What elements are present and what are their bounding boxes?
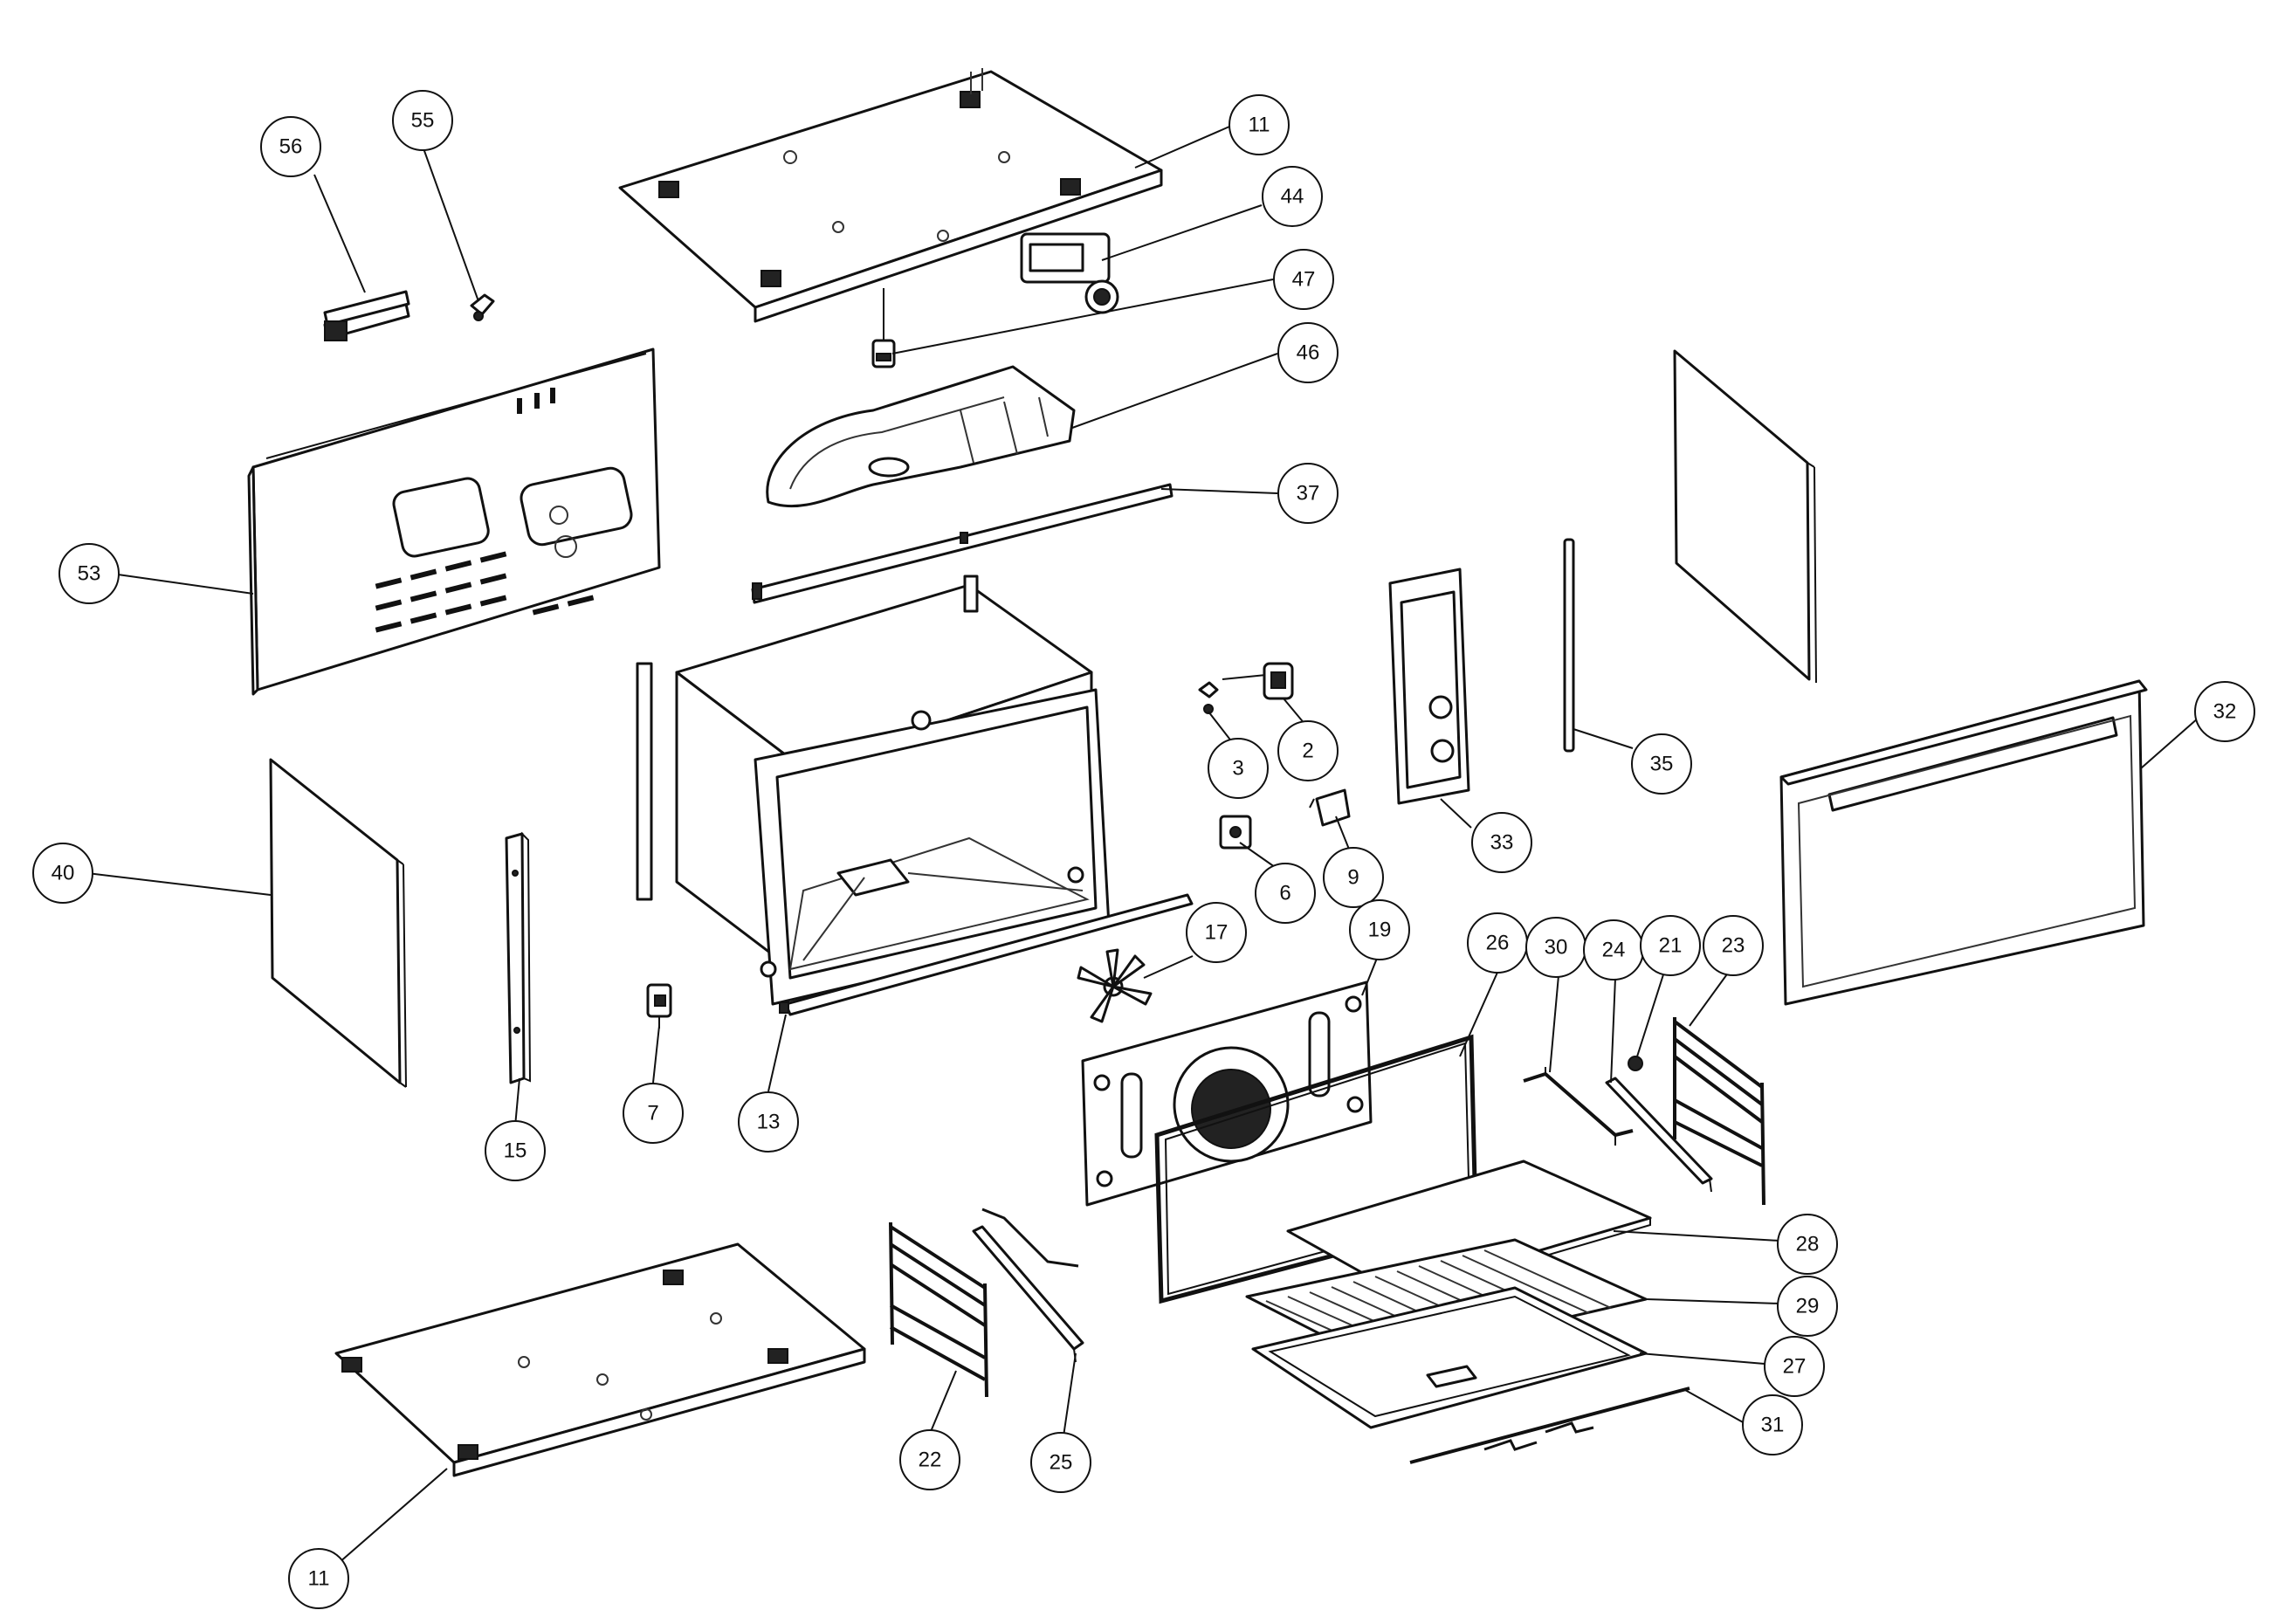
balloon-13: 13	[738, 1091, 799, 1153]
balloon-label: 30	[1545, 936, 1568, 960]
part-side-rail	[1563, 538, 1575, 753]
balloon-label: 40	[52, 862, 75, 885]
part-fan-motor	[1020, 232, 1119, 314]
balloon-label: 22	[919, 1449, 942, 1472]
leader-lines	[86, 126, 2199, 1564]
part-grommet	[871, 288, 896, 368]
part-bottom-plate	[334, 1242, 866, 1477]
balloon-label: 7	[647, 1102, 658, 1125]
balloon-label: 24	[1602, 939, 1626, 962]
balloon-label: 3	[1232, 757, 1243, 781]
balloon-22: 22	[899, 1429, 960, 1490]
part-side-panel-right	[1673, 349, 1817, 684]
balloon-53: 53	[59, 543, 120, 604]
part-lamp-holder	[1222, 662, 1294, 700]
part-side-rack-right	[1673, 1017, 1765, 1206]
balloon-label: 53	[78, 562, 101, 586]
balloon-label: 13	[757, 1111, 781, 1134]
balloon-28: 28	[1777, 1214, 1838, 1275]
part-runner-25	[972, 1208, 1084, 1363]
balloon-30: 30	[1525, 917, 1586, 978]
balloon-label: 23	[1722, 934, 1745, 958]
balloon-19: 19	[1349, 899, 1410, 960]
balloon-37: 37	[1277, 463, 1339, 524]
balloon-label: 25	[1050, 1451, 1073, 1475]
balloon-33: 33	[1471, 812, 1532, 873]
balloon-47: 47	[1273, 249, 1334, 310]
balloon-15: 15	[485, 1120, 546, 1181]
balloon-23: 23	[1703, 915, 1764, 976]
balloon-label: 33	[1490, 831, 1514, 855]
balloon-label: 44	[1281, 185, 1304, 209]
balloon-31: 31	[1742, 1394, 1803, 1455]
balloon-label: 55	[411, 109, 435, 133]
balloon-26: 26	[1467, 912, 1528, 974]
balloon-label: 2	[1302, 740, 1313, 763]
balloon-7: 7	[623, 1083, 684, 1144]
balloon-label: 31	[1761, 1414, 1785, 1437]
part-screw	[1198, 681, 1219, 714]
part-bracket	[1309, 788, 1351, 827]
balloon-32: 32	[2194, 681, 2255, 742]
balloon-label: 21	[1659, 934, 1683, 958]
balloon-label: 17	[1205, 921, 1229, 945]
balloon-label: 9	[1347, 866, 1359, 890]
part-top-plate	[618, 68, 1163, 323]
balloon-label: 11	[308, 1567, 330, 1591]
balloon-label: 32	[2213, 700, 2237, 724]
part-side-panel-left	[269, 758, 407, 1088]
part-wire-support-30	[1523, 1067, 1634, 1146]
part-oven-cavity	[636, 575, 1111, 1006]
part-vertical-rail	[505, 831, 532, 1084]
balloon-11-bottom: 11	[288, 1548, 349, 1609]
balloon-11: 11	[1229, 94, 1290, 155]
balloon-6: 6	[1255, 863, 1316, 924]
part-side-rack-left	[889, 1221, 988, 1398]
balloon-55: 55	[392, 90, 453, 151]
balloon-44: 44	[1262, 166, 1323, 227]
part-wire-handle	[1409, 1387, 1690, 1464]
balloon-25: 25	[1030, 1432, 1091, 1493]
balloon-label: 28	[1796, 1233, 1820, 1256]
balloon-label: 46	[1297, 341, 1320, 365]
part-runner-24	[1605, 1077, 1713, 1193]
balloon-2: 2	[1277, 720, 1339, 781]
part-heating-element	[323, 290, 410, 341]
part-connector	[1219, 815, 1252, 850]
balloon-label: 37	[1297, 482, 1320, 506]
balloon-21: 21	[1640, 915, 1701, 976]
part-lower-strip	[779, 893, 1194, 1016]
balloon-27: 27	[1764, 1336, 1825, 1397]
part-top-strip	[751, 483, 1173, 604]
balloon-24: 24	[1583, 919, 1644, 981]
balloon-label: 27	[1783, 1355, 1807, 1379]
balloon-label: 35	[1650, 753, 1674, 776]
balloon-label: 47	[1292, 268, 1316, 292]
balloon-label: 15	[504, 1139, 527, 1163]
part-fan-back-plate	[1081, 981, 1373, 1207]
part-clip	[470, 293, 495, 321]
part-door	[1779, 679, 2148, 1006]
part-fan-cover	[766, 365, 1076, 508]
balloon-46: 46	[1277, 322, 1339, 383]
part-knob-21	[1628, 1056, 1643, 1071]
balloon-label: 6	[1279, 882, 1290, 905]
balloon-label: 19	[1368, 919, 1392, 942]
balloon-17: 17	[1186, 902, 1247, 963]
balloon-label: 56	[279, 135, 303, 159]
balloon-label: 29	[1796, 1295, 1820, 1318]
balloon-35: 35	[1631, 733, 1692, 795]
balloon-3: 3	[1208, 738, 1269, 799]
part-switch	[646, 983, 672, 1029]
balloon-40: 40	[32, 843, 93, 904]
balloon-56: 56	[260, 116, 321, 177]
part-back-panel	[247, 348, 661, 696]
balloon-label: 11	[1249, 114, 1270, 137]
part-fan-blade	[1077, 948, 1153, 1023]
balloon-label: 26	[1486, 932, 1510, 955]
balloon-29: 29	[1777, 1276, 1838, 1337]
balloon-9: 9	[1323, 847, 1384, 908]
part-control-panel	[1388, 568, 1470, 805]
